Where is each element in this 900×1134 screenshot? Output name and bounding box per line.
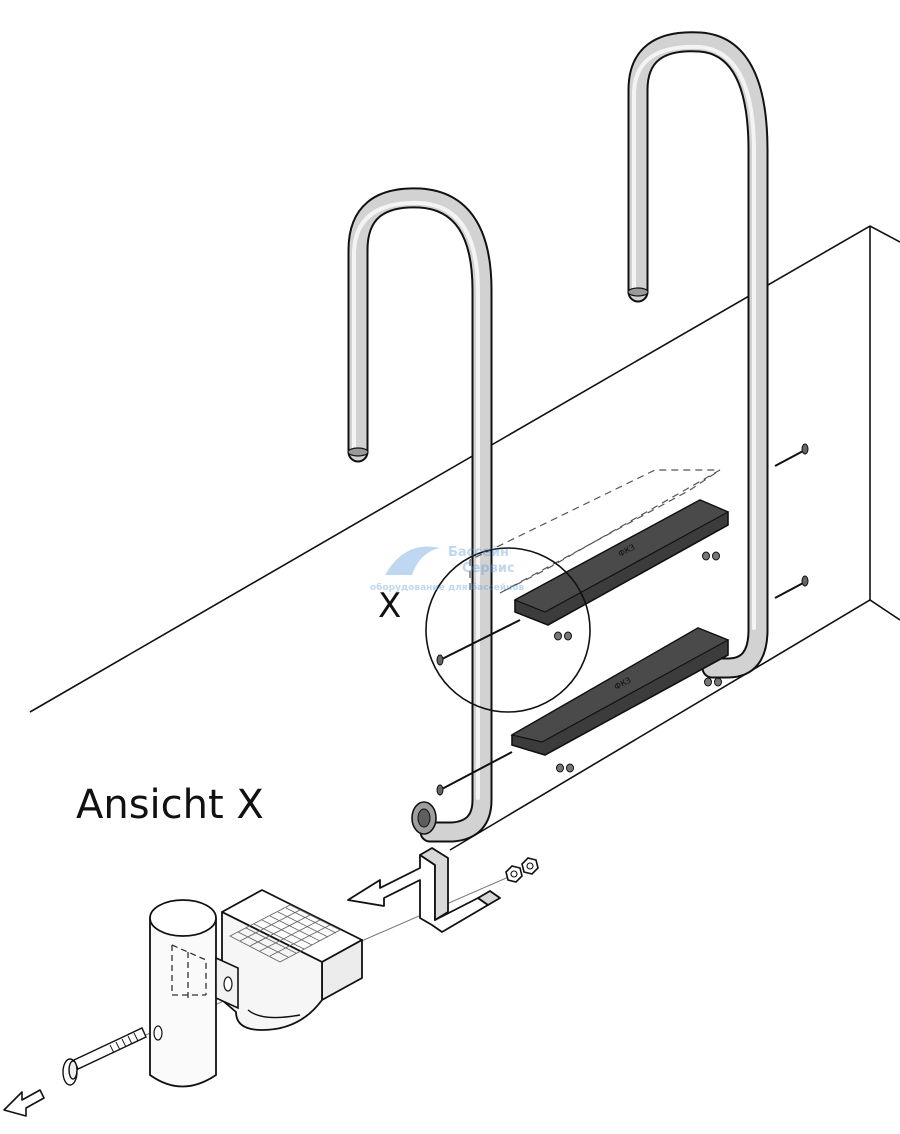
lower-step: ФКЗ [436,575,809,796]
step-bolt [439,619,521,661]
detail-marker: X [378,586,401,626]
grip-grid [229,904,341,963]
carriage-bolt [62,1027,147,1086]
step-bolt [774,581,806,599]
svg-text:Бассейн: Бассейн [448,545,509,560]
watermark-logo: Бассейн Сервис оборудование для бассейно… [370,545,525,593]
detail-circle [425,547,591,713]
svg-text:Сервис: Сервис [462,561,515,576]
step-nuts [554,551,720,641]
upper-step: ФКЗ [436,443,809,666]
step-bolt [439,751,513,791]
mounting-lug [215,956,239,1010]
pool-wall [29,225,900,851]
tube-end-cap [347,447,369,457]
exploded-detail-view [3,847,539,1117]
step-nuts [556,677,722,773]
svg-text:оборудование для бассейнов: оборудование для бассейнов [370,582,525,593]
step-bolt [774,449,806,467]
assembly-direction-arrow-icon [347,847,501,933]
tube-post [149,899,217,1088]
tube-end-cap [627,287,649,297]
left-handrail-tube [347,187,493,843]
hidden-lug [171,944,207,1000]
right-handrail-tube [627,31,769,679]
detail-title: Ansicht X [76,782,264,828]
step-block [221,889,363,1031]
hex-nuts [505,857,539,883]
insert-arrow-icon [3,1089,45,1117]
